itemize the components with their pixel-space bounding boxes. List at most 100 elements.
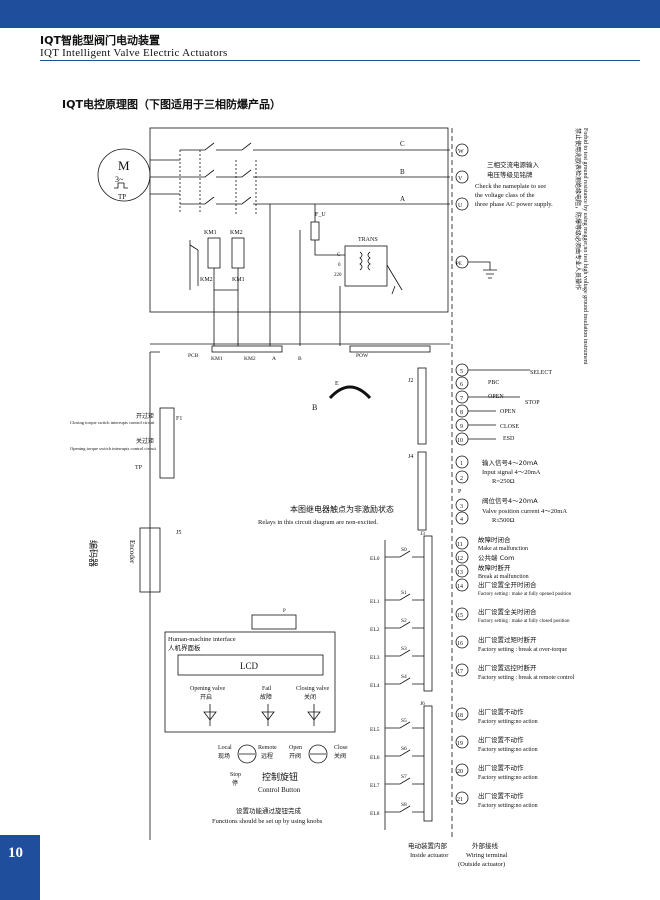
bus-drops xyxy=(269,204,341,346)
pcb-connector xyxy=(211,345,283,353)
output-terminals xyxy=(455,536,469,805)
f1-open-en: Opening torque switch interrupts control… xyxy=(70,446,157,451)
f1-tp: TP xyxy=(135,465,143,471)
control-button-en: Control Button xyxy=(258,786,301,794)
knob-remote-cn: 远程 xyxy=(261,752,273,760)
led-close-cn: 关闭 xyxy=(304,693,316,701)
terminal-v: V xyxy=(458,176,463,182)
motor-leads xyxy=(150,159,180,195)
svg-text:EL5: EL5 xyxy=(370,727,380,733)
svg-text:公共端 Com: 公共端 Com xyxy=(478,553,514,562)
f1-open-cn: 开过矩 xyxy=(136,412,154,420)
transformer-label: TRANS xyxy=(358,237,378,243)
t18: 18 xyxy=(457,713,463,719)
led-open-cn: 开启 xyxy=(200,693,212,701)
km1-coil-label: KM1 xyxy=(204,230,217,236)
j2-connector xyxy=(417,367,427,445)
transformer xyxy=(344,245,388,287)
cam-label: E xyxy=(335,381,339,387)
t1: 1 xyxy=(460,461,463,467)
terminal-u: U xyxy=(458,203,463,209)
knob-local-remote-icon[interactable] xyxy=(237,744,257,764)
led-icons xyxy=(203,704,321,726)
terminal-pe: PE xyxy=(456,262,462,267)
svg-text:Factory setting:no action: Factory setting:no action xyxy=(478,775,538,781)
svg-text:EL1: EL1 xyxy=(370,599,380,605)
svg-text:S2: S2 xyxy=(401,618,407,624)
t8: 8 xyxy=(460,410,463,416)
inside-en: Inside actuator xyxy=(410,852,449,859)
svg-text:S5: S5 xyxy=(401,718,407,724)
t20: 20 xyxy=(457,769,463,775)
right-note-en: Forbid to test ground resistance by usin… xyxy=(582,128,588,365)
encoder-cn: 编码器 xyxy=(87,540,99,567)
close-label: CLOSE xyxy=(500,424,519,430)
t3: 3 xyxy=(460,504,463,510)
km2-coil xyxy=(231,237,245,269)
km2-contact-label: KM2 xyxy=(200,277,213,283)
led-close-en: Closing valve xyxy=(296,686,330,692)
svg-text:Factory setting:no action: Factory setting:no action xyxy=(478,719,538,725)
plug-km2: KM2 xyxy=(244,356,256,362)
control-button-cn: 控制旋钮 xyxy=(262,771,298,783)
t12: 12 xyxy=(457,556,463,562)
terminal-w: W xyxy=(458,149,464,155)
f5-label: J5 xyxy=(176,530,181,536)
j6-connector xyxy=(423,705,433,822)
hmi-cn: 人机界面板 xyxy=(168,643,201,652)
tap-220: 220 xyxy=(334,273,342,278)
t9: 9 xyxy=(460,424,463,430)
tap-0: 0 xyxy=(338,263,341,268)
analog-in-r: R=250Ω xyxy=(492,478,515,485)
fuse xyxy=(310,221,320,241)
phase-a: A xyxy=(400,195,405,203)
svg-text:S7: S7 xyxy=(401,774,407,780)
knob-stop-en: Stop xyxy=(230,772,241,778)
contactor-switches xyxy=(179,142,450,214)
led-fail-en: Fail xyxy=(262,686,272,692)
cam-symbol xyxy=(328,385,372,400)
svg-text:S1: S1 xyxy=(401,590,407,596)
page-number: 10 xyxy=(8,845,23,861)
wiring-cn: 外部接线 xyxy=(472,841,499,850)
header-title-cn: IQT智能型阀门电动装置 xyxy=(40,34,160,47)
pbc-label: PBC xyxy=(488,380,499,386)
svg-text:S4: S4 xyxy=(401,674,407,680)
select-terminals xyxy=(455,363,469,446)
power-note-en2: the voltage class of the xyxy=(475,192,535,199)
fuse-label: F_U xyxy=(315,212,326,218)
analog-out-en: Valve position current 4～20mA xyxy=(482,508,567,515)
svg-text:S6: S6 xyxy=(401,746,407,752)
f5-connector xyxy=(139,527,161,593)
led-open-en: Opening valve xyxy=(190,686,225,692)
j6-label: J6 xyxy=(420,701,425,707)
plug-pow: POW xyxy=(356,353,369,359)
relay-note-cn: 本图继电器触点为非激励状态 xyxy=(290,504,394,514)
motor-thermal-label: TP xyxy=(118,193,126,201)
t13: 13 xyxy=(457,570,463,576)
svg-text:Factory setting : make at full: Factory setting : make at fully closed p… xyxy=(478,619,570,624)
svg-text:Factory setting : break at rem: Factory setting : break at remote contro… xyxy=(478,675,575,681)
svg-text:Make at malfunction: Make at malfunction xyxy=(478,545,528,552)
lcd-label: LCD xyxy=(240,661,259,671)
km2-coil-label: KM2 xyxy=(230,230,243,236)
t2: 2 xyxy=(460,476,463,482)
svg-text:Factory setting : make at full: Factory setting : make at fully opened p… xyxy=(478,592,572,597)
knob-open-en: Open xyxy=(289,745,302,751)
transformer-output xyxy=(386,264,403,295)
led-fail-cn: 故障 xyxy=(260,693,272,701)
motor-label: M xyxy=(118,158,130,173)
t4: 4 xyxy=(460,517,463,523)
svg-text:出厂设置远控时断开: 出厂设置远控时断开 xyxy=(478,663,537,672)
knob-open-close-icon[interactable] xyxy=(308,744,328,764)
j2-label: J2 xyxy=(408,378,413,384)
page-header: IQT智能型阀门电动装置 IQT Intelligent Valve Elect… xyxy=(40,34,640,61)
open-label: OPEN xyxy=(500,409,516,415)
j3-connector xyxy=(423,535,433,692)
km-interlock xyxy=(189,240,199,290)
f1-connector xyxy=(159,407,175,479)
power-section-box xyxy=(149,127,449,313)
f1-close-en: Closing torque switch interrupts control… xyxy=(70,420,155,425)
svg-text:S8: S8 xyxy=(401,802,407,808)
svg-text:故障时断开: 故障时断开 xyxy=(478,563,511,572)
